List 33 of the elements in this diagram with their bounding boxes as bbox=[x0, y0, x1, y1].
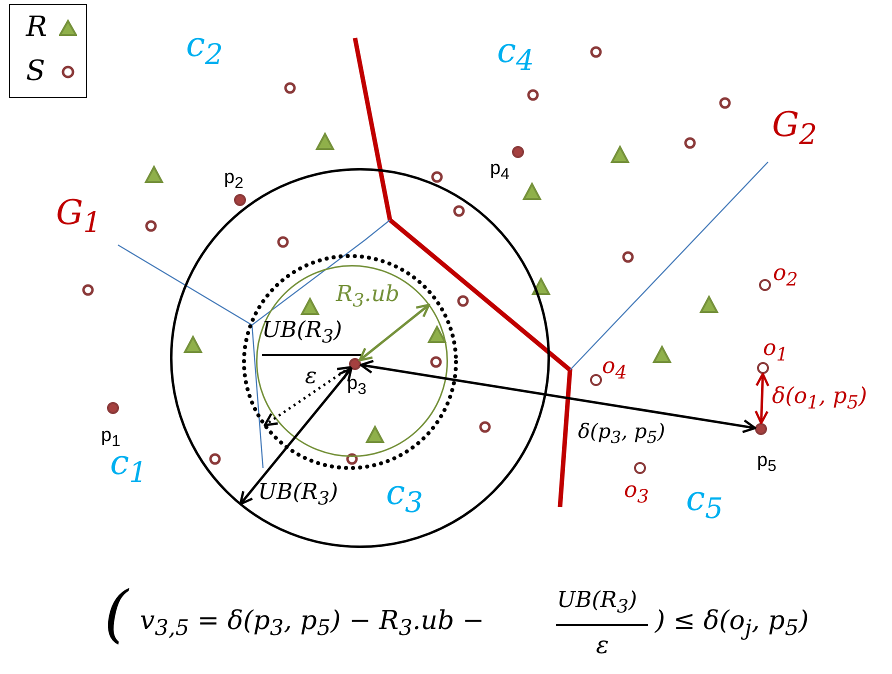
region-label: c$_{3}$ bbox=[386, 476, 424, 518]
region-label: c$_{4}$ bbox=[497, 34, 534, 76]
arrow bbox=[239, 367, 352, 506]
edge-label: δ(p$_{3}$, p$_{5}$) bbox=[578, 421, 666, 447]
fraction-numerator: UB(R$_{3}$) bbox=[262, 320, 342, 347]
formula-text: v$_{3,5}$ = δ(p$_{3}$, p$_{5}$) − R$_{3}$.ub − bbox=[140, 608, 484, 640]
point-label: p$_{2}$ bbox=[224, 168, 244, 192]
legend-label: R bbox=[26, 13, 48, 41]
boundary-circle bbox=[256, 265, 448, 457]
point-label: p$_{4}$ bbox=[490, 159, 510, 183]
fraction-numerator: UB(R$_{3}$) bbox=[557, 590, 638, 617]
edge-label: UB(R$_{3}$) bbox=[258, 482, 338, 509]
legend-label: S bbox=[26, 57, 46, 85]
point-label: o$_{3}$ bbox=[624, 480, 649, 507]
edge-label: ε bbox=[305, 366, 317, 388]
group-label: G$_{2}$ bbox=[772, 108, 818, 150]
region-label: c$_{2}$ bbox=[186, 28, 224, 70]
edge-label: δ(o$_{1}$, p$_{5}$) bbox=[772, 386, 868, 413]
formula-bracket: ( bbox=[104, 583, 128, 645]
edge-label: R$_{3}$.ub bbox=[336, 284, 400, 311]
fraction-denominator: ε bbox=[596, 633, 609, 657]
arrow bbox=[264, 366, 352, 426]
point-label: o$_{4}$ bbox=[602, 356, 627, 383]
region-label: c$_{5}$ bbox=[686, 482, 724, 524]
point-label: p$_{5}$ bbox=[757, 451, 776, 475]
arrow bbox=[754, 372, 770, 424]
arrow bbox=[360, 360, 756, 434]
formula-text: ) ≤ δ(o$_{j}$, p$_{5}$) bbox=[655, 608, 809, 640]
point-label: o$_{1}$ bbox=[763, 338, 788, 365]
dotted-circle bbox=[242, 254, 458, 470]
point-label: o$_{2}$ bbox=[773, 263, 798, 290]
arrow bbox=[358, 304, 430, 362]
group-label: G$_{1}$ bbox=[56, 196, 102, 238]
